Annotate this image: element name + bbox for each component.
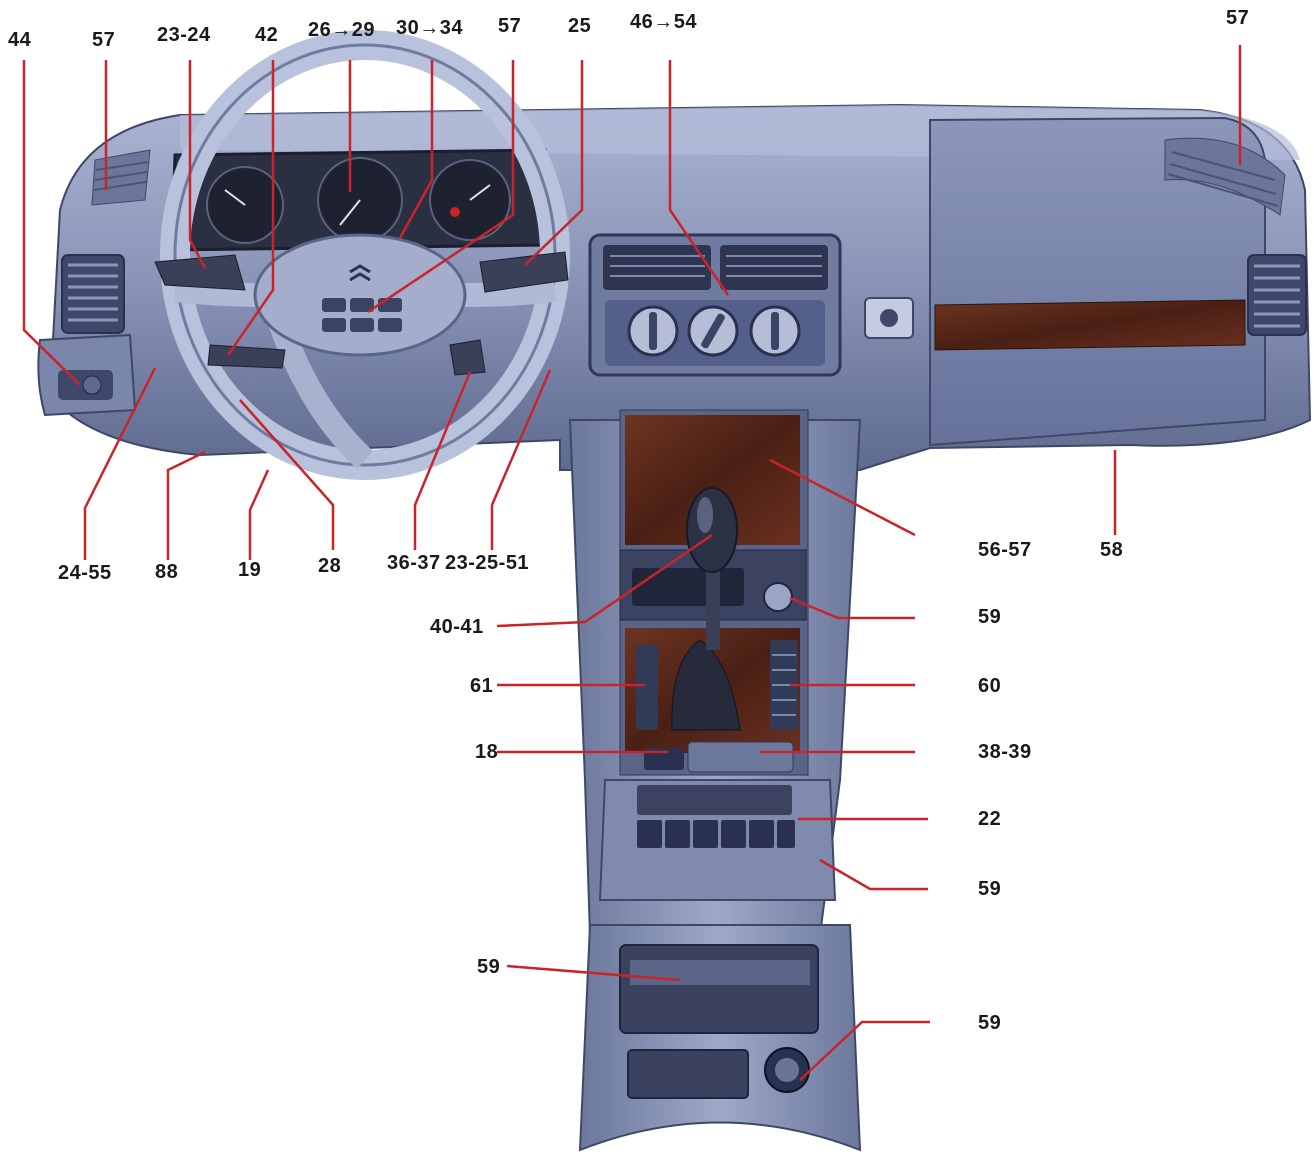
leader-42 [226,60,275,356]
left-air-vent [61,254,125,334]
leader-23-25-51 [490,369,552,550]
callout-23-25-51: 23-25-51 [445,552,530,574]
callout-42: 42 [255,24,279,46]
callout-36-37: 36-37 [387,552,441,574]
steering-column-stalks [154,251,569,376]
leader-23-24 [188,60,207,269]
leader-19 [248,469,270,560]
rear-console [578,924,862,1152]
callout-61: 61 [470,675,494,697]
callout-23-24: 23-24 [157,24,211,46]
callout-59-d: 59 [978,1012,1002,1034]
gear-lever [671,487,741,731]
callout-40-41: 40-41 [430,616,484,638]
leader-57-wheel [367,60,515,314]
leader-44 [22,60,81,386]
callout-57-right: 57 [1226,7,1250,29]
right-air-vent [1247,254,1307,336]
leader-30-34 [398,60,434,239]
callout-44: 44 [8,29,32,51]
callout-25: 25 [568,15,592,37]
callout-59-b: 59 [978,878,1002,900]
leader-40-41 [496,533,713,628]
callout-56-57: 56-57 [978,539,1032,561]
leader-24-55 [83,367,157,560]
callout-57-wheel: 57 [498,15,522,37]
callout-46-54: 46→54 [630,11,697,33]
leader-56-57 [769,458,916,537]
center-vents-and-heater-controls [588,233,842,377]
leader-28 [239,399,335,550]
callout-57-left: 57 [92,29,116,51]
callout-24-55: 24-55 [58,562,112,584]
leader-59-d [799,1020,930,1081]
callout-60: 60 [978,675,1002,697]
leader-25 [524,60,584,266]
callout-18: 18 [475,741,499,763]
leader-lines [22,45,1242,1081]
leader-88 [166,450,206,560]
leader-59-a [789,596,915,620]
glovebox [864,116,1266,447]
callout-59-c: 59 [477,956,501,978]
callout-26-29: 26→29 [308,19,375,41]
leader-59-c [506,964,681,982]
callout-22: 22 [978,808,1002,830]
leader-36-37 [413,371,472,550]
callout-19: 19 [238,559,262,581]
leader-46-54 [668,60,730,296]
callout-38-39: 38-39 [978,741,1032,763]
switch-bank [598,779,837,901]
callout-59-a: 59 [978,606,1002,628]
right-defrost-grille [1164,137,1286,216]
left-switch-pod [37,333,137,417]
callout-28: 28 [318,555,342,577]
callout-30-34: 30→34 [396,17,463,39]
callout-58: 58 [1100,539,1124,561]
callout-88: 88 [155,561,179,583]
leader-59-b [819,858,928,891]
